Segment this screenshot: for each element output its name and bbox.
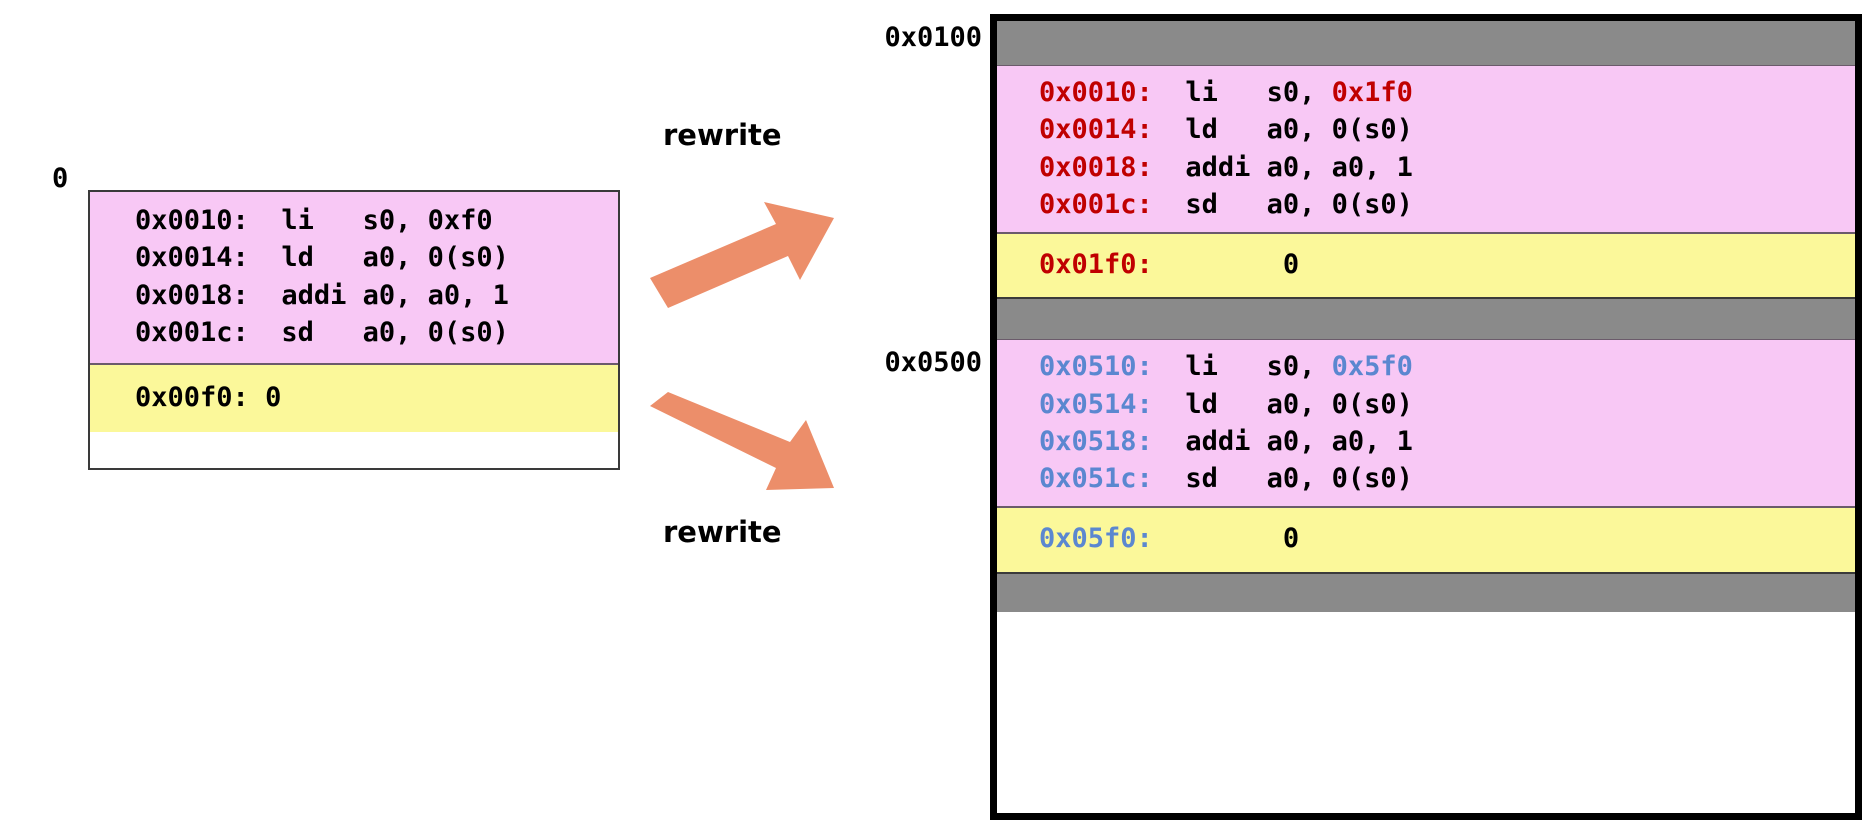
code-line-addr: 0x001c: [135,316,249,348]
code-line: 0x0518: addi a0, a0, 1 [997,423,1855,460]
original-memory-box: 0x0010: li s0, 0xf0 0x0014: ld a0, 0(s0)… [88,190,620,470]
code-line-mnemonic: addi [281,279,347,311]
left-origin-label: 0 [52,163,69,194]
code-line: 0x0010: li s0, 0x1f0 [997,74,1855,111]
code-line-addr: 0x0018: [135,279,249,311]
region-label-first: 0x0100 [884,22,982,53]
code-line-operands: s0, [1266,77,1332,108]
code-line-operands: s0, [1266,351,1332,383]
code-line: 0x0514: ld a0, 0(s0) [997,386,1855,423]
code-line: 0x0018: addi a0, a0, 1 [90,277,618,314]
code-line-operands: a0, 0(s0) [362,316,509,348]
data-line-value: 0 [265,382,282,413]
data-line: 0x01f0: 0 [997,246,1855,283]
code-line: 0x051c: sd a0, 0(s0) [997,460,1855,497]
code-line-operands: s0, 0xf0 [362,205,493,236]
code-line: 0x0014: ld a0, 0(s0) [997,111,1855,148]
rewrite-arrow-bottom-icon [650,392,834,490]
code-line-addr: 0x0010: [135,205,249,236]
code-line: 0x0010: li s0, 0xf0 [90,202,618,239]
code-line-mnemonic: sd [281,316,347,348]
code-line: 0x0510: li s0, 0x5f0 [997,348,1855,385]
code-line-addr: 0x0014: [135,242,249,274]
rewritten-code-section-second: 0x0510: li s0, 0x5f0 0x0514: ld a0, 0(s0… [997,339,1855,509]
code-line-mnemonic: li [1185,77,1251,108]
rewritten-data-section-first: 0x01f0: 0 [997,234,1855,300]
code-line-mnemonic: addi [1185,425,1251,457]
code-line-addr: 0x0514: [1039,388,1153,420]
gap-band-middle [997,299,1855,340]
original-data-section: 0x00f0: 0 [90,365,618,433]
code-line-addr: 0x051c: [1039,463,1153,494]
code-line-addr: 0x0010: [1039,77,1153,108]
rewrite-arrow-top-icon [650,202,834,308]
code-line-mnemonic: ld [281,242,347,274]
code-line: 0x001c: sd a0, 0(s0) [997,186,1855,223]
code-line-operands: a0, 0(s0) [1266,463,1413,494]
code-line-mnemonic: li [1185,351,1251,383]
code-line-addr: 0x0018: [1039,151,1153,183]
data-line-addr: 0x05f0: [1039,523,1153,555]
code-line-addr: 0x0510: [1039,351,1153,383]
code-line-operand-accent: 0x1f0 [1331,77,1413,108]
code-line-operands: a0, 0(s0) [1266,114,1413,146]
code-line-mnemonic: ld [1185,388,1251,420]
code-line: 0x001c: sd a0, 0(s0) [90,314,618,351]
rewrite-label-bottom: rewrite [663,515,782,549]
code-line-mnemonic: addi [1185,151,1251,183]
data-line-value: 0 [1282,249,1300,280]
rewrite-label-top: rewrite [663,118,782,152]
code-line-operands: a0, a0, 1 [362,279,509,311]
code-line-operands: a0, 0(s0) [1266,388,1413,420]
rewritten-memory-box: 0x0010: li s0, 0x1f0 0x0014: ld a0, 0(s0… [990,14,1862,820]
code-line-operands: a0, a0, 1 [1266,425,1413,457]
data-line: 0x00f0: 0 [90,379,618,416]
gap-band-top [997,21,1855,65]
code-line-operands: a0, 0(s0) [362,242,509,274]
data-line-addr: 0x01f0: [1039,249,1153,280]
code-line-operands: a0, a0, 1 [1266,151,1413,183]
code-line: 0x0018: addi a0, a0, 1 [997,149,1855,186]
code-line-operand-accent: 0x5f0 [1331,351,1413,383]
data-line-addr: 0x00f0: [135,382,249,413]
rewritten-data-section-second: 0x05f0: 0 [997,508,1855,574]
code-line-addr: 0x0014: [1039,114,1153,146]
code-line: 0x0014: ld a0, 0(s0) [90,239,618,276]
code-line-addr: 0x001c: [1039,188,1153,220]
region-label-second: 0x0500 [884,347,982,378]
code-line-mnemonic: sd [1185,188,1251,220]
code-line-mnemonic: sd [1185,463,1251,494]
data-line: 0x05f0: 0 [997,520,1855,557]
code-line-operands: a0, 0(s0) [1266,188,1413,220]
data-line-value: 0 [1282,523,1300,555]
rewritten-code-section-first: 0x0010: li s0, 0x1f0 0x0014: ld a0, 0(s0… [997,65,1855,234]
original-code-section: 0x0010: li s0, 0xf0 0x0014: ld a0, 0(s0)… [90,192,618,365]
gap-band-bottom [997,573,1855,612]
code-line-mnemonic: li [281,205,347,236]
code-line-mnemonic: ld [1185,114,1251,146]
code-line-addr: 0x0518: [1039,425,1153,457]
